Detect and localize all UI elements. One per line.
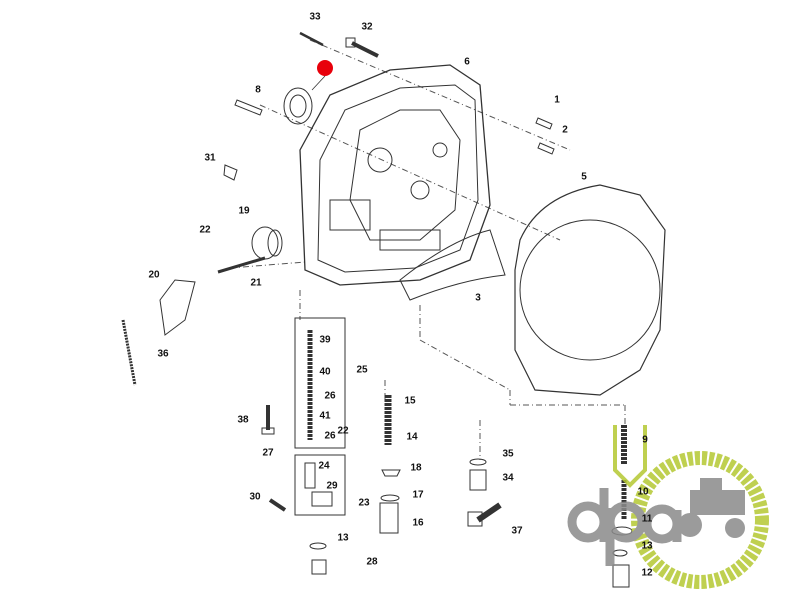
callout-34[interactable]: 34 — [502, 472, 514, 484]
callout-16[interactable]: 16 — [412, 517, 424, 529]
seal — [283, 87, 313, 125]
assembly-axis-lines — [229, 39, 626, 460]
tractor-icon — [678, 478, 745, 538]
callout-23[interactable]: 23 — [358, 497, 370, 509]
callout-2[interactable]: 2 — [562, 124, 568, 136]
callout-9[interactable]: 9 — [642, 434, 648, 446]
callout-26[interactable]: 26 — [324, 390, 336, 402]
callout-39[interactable]: 39 — [319, 334, 331, 346]
valve-group-box — [294, 317, 346, 449]
callout-33[interactable]: 33 — [309, 11, 321, 23]
callout-21[interactable]: 21 — [250, 277, 262, 289]
housing-6 — [299, 64, 491, 286]
callout-11[interactable]: 11 — [641, 513, 653, 525]
callout-8[interactable]: 8 — [255, 84, 261, 96]
callout-36[interactable]: 36 — [157, 348, 169, 360]
dpa-logo-watermark — [567, 425, 769, 589]
highlight-marker — [317, 60, 333, 76]
callout-22[interactable]: 22 — [337, 425, 349, 437]
callout-38[interactable]: 38 — [237, 414, 249, 426]
callout-5[interactable]: 5 — [581, 171, 587, 183]
callout-28[interactable]: 28 — [366, 556, 378, 568]
callout-27[interactable]: 27 — [262, 447, 274, 459]
callout-1[interactable]: 1 — [554, 94, 560, 106]
callout-25[interactable]: 25 — [356, 364, 368, 376]
callout-41[interactable]: 41 — [319, 410, 331, 422]
callout-15[interactable]: 15 — [404, 395, 416, 407]
callout-13[interactable]: 13 — [337, 532, 349, 544]
callout-6[interactable]: 6 — [464, 56, 470, 68]
callout-26[interactable]: 26 — [324, 430, 336, 442]
callout-29[interactable]: 29 — [326, 480, 338, 492]
callout-12[interactable]: 12 — [641, 567, 653, 579]
dpa-logo-lettering — [567, 488, 682, 566]
callout-20[interactable]: 20 — [148, 269, 160, 281]
gasket-5 — [514, 184, 666, 396]
callout-37[interactable]: 37 — [511, 525, 523, 537]
callout-22[interactable]: 22 — [199, 224, 211, 236]
callout-32[interactable]: 32 — [361, 21, 373, 33]
callout-30[interactable]: 30 — [249, 491, 261, 503]
cover-3 — [399, 229, 506, 301]
pin-8 — [234, 99, 263, 116]
callout-3[interactable]: 3 — [475, 292, 481, 304]
callout-40[interactable]: 40 — [319, 366, 331, 378]
callout-17[interactable]: 17 — [412, 489, 424, 501]
callout-18[interactable]: 18 — [410, 462, 422, 474]
callout-10[interactable]: 10 — [637, 486, 649, 498]
callout-19[interactable]: 19 — [238, 205, 250, 217]
callout-31[interactable]: 31 — [204, 152, 216, 164]
group-box-24-29 — [294, 454, 346, 516]
callout-24[interactable]: 24 — [318, 460, 330, 472]
callout-14[interactable]: 14 — [406, 431, 418, 443]
callout-13[interactable]: 13 — [641, 540, 653, 552]
callout-35[interactable]: 35 — [502, 448, 514, 460]
